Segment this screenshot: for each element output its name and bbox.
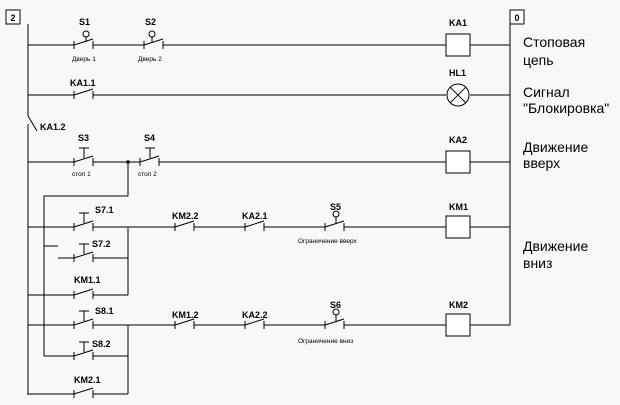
contact-s2 (143, 30, 164, 49)
junction-dot (126, 160, 130, 164)
s8-2-label: S8.2 (92, 339, 111, 349)
lamp-hl1 (446, 83, 470, 107)
contact-s8-2 (73, 341, 94, 360)
move-down-caption-1: Движение (523, 238, 588, 254)
s6-sub-label: Ограничение вниз (298, 338, 353, 345)
coil-km2 (445, 313, 471, 337)
contact-s4 (139, 147, 160, 166)
km2-label: KM2 (449, 300, 468, 310)
s2-label: S2 (145, 17, 156, 27)
contact-s3 (73, 147, 94, 166)
ka1-label: KA1 (449, 18, 467, 28)
contact-km1-1 (73, 288, 94, 299)
rung-km2: S8.1 S8.2 KM2.1 KM1.2 KA2.2 S6 Ограничен… (28, 300, 510, 398)
move-up-caption-1: Движение (523, 139, 588, 155)
rung-stop-chain: S1 Дверь 1 S2 Дверь 2 KA1 Стоповая цепь (28, 17, 585, 68)
km2-2-label: KM2.2 (172, 211, 199, 221)
right-bus-label: 0 (514, 13, 519, 23)
contact-s8-1 (73, 310, 94, 329)
contact-ka1-1 (73, 88, 94, 99)
s5-sub-label: Ограничение вверх (298, 238, 358, 245)
s8-1-label: S8.1 (95, 306, 114, 316)
move-up-caption-2: вверх (523, 155, 560, 171)
ka1-1-label: KA1.1 (70, 78, 96, 88)
km2-1-label: KM2.1 (74, 375, 101, 385)
km1-label: KM1 (449, 202, 468, 212)
stop-chain-caption-1: Стоповая (523, 34, 585, 50)
right-bus-label-box (509, 9, 525, 25)
s5-label: S5 (330, 202, 341, 212)
contact-s1 (73, 30, 94, 49)
contact-s7-2 (73, 243, 94, 262)
ka2-2-label: KA2.2 (242, 310, 268, 320)
left-bus-label-box (5, 9, 21, 25)
s7-1-label: S7.1 (95, 205, 114, 215)
signal-caption-2: "Блокировка" (523, 100, 609, 116)
contact-km2-1 (73, 387, 94, 398)
s6-label: S6 (330, 300, 341, 310)
move-down-caption-2: вниз (523, 255, 552, 271)
ka2-label: KA2 (449, 135, 467, 145)
stop-chain-caption-2: цепь (523, 52, 554, 68)
s4-label: S4 (144, 133, 155, 143)
contact-s5 (324, 210, 345, 231)
s7-2-label: S7.2 (92, 239, 111, 249)
contact-ka1-2 (27, 115, 38, 132)
s3-sub-label: стоп 1 (72, 171, 91, 178)
contact-ka2-2 (244, 318, 265, 329)
km1-1-label: KM1.1 (74, 275, 101, 285)
coil-km1 (445, 215, 471, 239)
contact-s6 (324, 308, 345, 329)
rung-km1: S7.1 S7.2 KM1.1 KM2.2 KA2.1 S5 Ограничен… (28, 202, 588, 299)
s2-sub-label: Дверь 2 (138, 56, 162, 63)
signal-caption-1: Сигнал (523, 84, 570, 100)
s4-sub-label: стоп 2 (138, 171, 157, 178)
hl1-label: HL1 (449, 68, 466, 78)
coil-ka1 (445, 33, 471, 57)
s1-label: S1 (79, 17, 90, 27)
rung-move-up: S3 стоп 1 S4 стоп 2 KA2 Движение вверх (28, 133, 588, 178)
s1-sub-label: Дверь 1 (72, 56, 96, 63)
contact-km1-2 (174, 318, 195, 329)
left-bus-label: 2 (10, 13, 15, 23)
contact-km2-2 (174, 220, 195, 231)
rung-signal: KA1.1 HL1 Сигнал "Блокировка" (28, 68, 609, 116)
ka1-2-label: KA1.2 (40, 122, 66, 132)
contact-s7-1 (73, 212, 94, 231)
contact-ka2-1 (244, 220, 265, 231)
ka2-1-label: KA2.1 (242, 211, 268, 221)
km1-2-label: KM1.2 (172, 310, 199, 320)
feed-wire (43, 162, 129, 356)
s3-label: S3 (78, 133, 89, 143)
coil-ka2 (445, 150, 471, 174)
